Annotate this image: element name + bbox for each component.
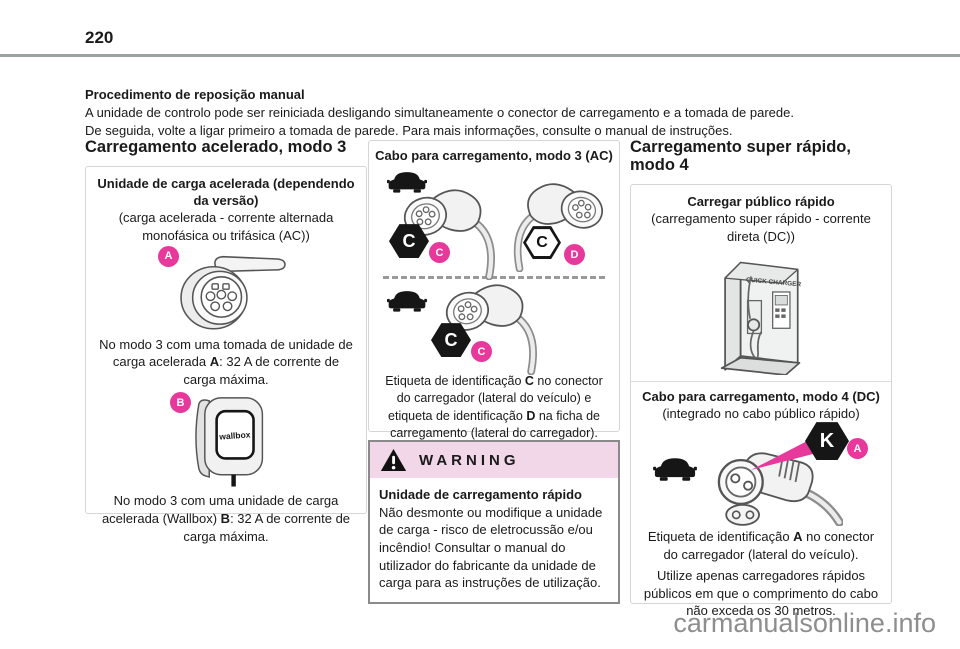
intro-title: Procedimento de reposição manual (85, 87, 305, 102)
column-super-rapid-mode4: Carregamento super rápido, modo 4 Carreg… (630, 138, 892, 618)
label-badge-b: B (170, 392, 191, 414)
wallbox-logo-text: wallbox (218, 430, 251, 442)
label-badge-c: C (471, 341, 492, 363)
quick-charger-label: QUICK CHARGER (746, 276, 802, 288)
type2-plug-icon-charger-side (495, 178, 609, 272)
caption-text: Etiqueta de identificação (647, 529, 794, 545)
warning-text: Não desmonte ou modifique a unidade de c… (379, 504, 603, 591)
wallbox-icon: wallbox (195, 397, 264, 487)
card-section-divider (631, 380, 891, 382)
heading-mode4: Carregamento super rápido, modo 4 (630, 138, 851, 175)
card-accelerated-unit: Unidade de carga acelerada (dependendo d… (85, 166, 367, 544)
caption-cable-mode3: Etiqueta de identificação C no conector … (377, 373, 611, 442)
card-mode4: Carregar público rápido (carregamento su… (630, 184, 892, 618)
card-title-public-rapid: Carregar público rápido (687, 194, 835, 210)
figure-chademo-connector: K A (639, 422, 883, 527)
intro-section: Procedimento de reposição manual A unida… (85, 86, 949, 140)
warning-word: WARNING (419, 451, 520, 469)
page-number: 220 (85, 28, 114, 47)
warning-header: WARNING (370, 442, 618, 478)
column-accelerated-mode3: Carregamento acelerado, modo 3 Unidade d… (85, 138, 367, 544)
figure-cable-vehicle-side: C C C D (375, 166, 613, 272)
caption-socket-text2: : 32 A de corrente de carga máxima. (183, 354, 340, 387)
label-badge-a: A (847, 438, 868, 460)
figure-charging-socket: A (94, 245, 358, 332)
intro-line-2: De seguida, volte a ligar primeiro a tom… (85, 122, 733, 138)
car-icon (387, 287, 427, 313)
label-badge-c: C (429, 242, 450, 264)
caption-text: no conector do carregador (lateral do ve… (388, 374, 603, 423)
intro-line-1: A unidade de controlo pode ser reiniciad… (85, 104, 794, 120)
car-icon (653, 454, 697, 482)
card-subtitle-accelerated-unit: (carga acelerada - corrente alternada mo… (118, 210, 334, 243)
label-ref-a: A (793, 529, 803, 545)
card-cable-mode3: Cabo para carregamento, modo 3 (AC) C C … (368, 140, 620, 440)
label-badge-a: A (158, 245, 179, 267)
label-ref-d: D (526, 408, 536, 423)
label-ref-b: B (220, 510, 231, 526)
warning-box: WARNING Unidade de carregamento rápido N… (368, 440, 620, 605)
caption-text: na ficha de carregamento (lateral do car… (390, 408, 600, 440)
caption-text: Etiqueta de identificação (385, 374, 525, 389)
dashed-divider (383, 276, 605, 280)
caption-mode4-2: Utilize apenas carregadores rápidos públ… (643, 568, 879, 619)
caption-socket: No modo 3 com uma tomada de unidade de c… (96, 336, 356, 389)
card-subtitle-cable-mode4: (integrado no cabo público rápido) (662, 405, 860, 421)
column-cable-mode3: Cabo para carregamento, modo 3 (AC) C C … (368, 140, 620, 605)
card-title-cable-mode3: Cabo para carregamento, modo 3 (AC) (375, 148, 613, 163)
warning-body: Unidade de carregamento rápido Não desmo… (370, 478, 618, 602)
label-ref-c: C (524, 374, 534, 389)
pink-pointer-arrow (751, 438, 813, 471)
figure-quick-charger: QUICK CHARGER (639, 247, 883, 375)
hexagon-letter: C (526, 229, 558, 257)
warning-title: Unidade de carregamento rápido (379, 487, 582, 502)
charging-socket-icon (180, 255, 286, 330)
header-rule (0, 54, 960, 57)
caption-text: no conector do carregador (lateral do ve… (663, 529, 875, 562)
label-badge-d: D (564, 244, 585, 266)
card-subtitle-public-rapid: (carregamento super rápido - corrente di… (651, 211, 871, 244)
figure-cable-single: C C (375, 283, 613, 367)
card-title-cable-mode4: Cabo para carregamento, modo 4 (DC) (642, 388, 880, 404)
quick-charger-icon: QUICK CHARGER (720, 261, 802, 375)
card-title-accelerated-unit: Unidade de carga acelerada (dependendo d… (97, 176, 355, 209)
watermark: carmanualsonline.info (673, 608, 936, 638)
caption-mode4-1: Etiqueta de identificação A no conector … (641, 528, 881, 563)
figure-wallbox: B wallbox (94, 392, 358, 488)
caption-wallbox-text: No modo 3 com uma unidade de carga acele… (101, 493, 339, 526)
heading-mode3: Carregamento acelerado, modo 3 (85, 138, 347, 156)
caption-socket-text: No modo 3 com uma tomada de unidade de c… (99, 336, 353, 370)
warning-triangle-icon (380, 449, 407, 471)
label-ref-a: A (209, 354, 220, 370)
caption-wallbox-text2: : 32 A de corrente de carga máxima. (183, 510, 351, 544)
caption-wallbox: No modo 3 com uma unidade de carga acele… (96, 492, 356, 545)
